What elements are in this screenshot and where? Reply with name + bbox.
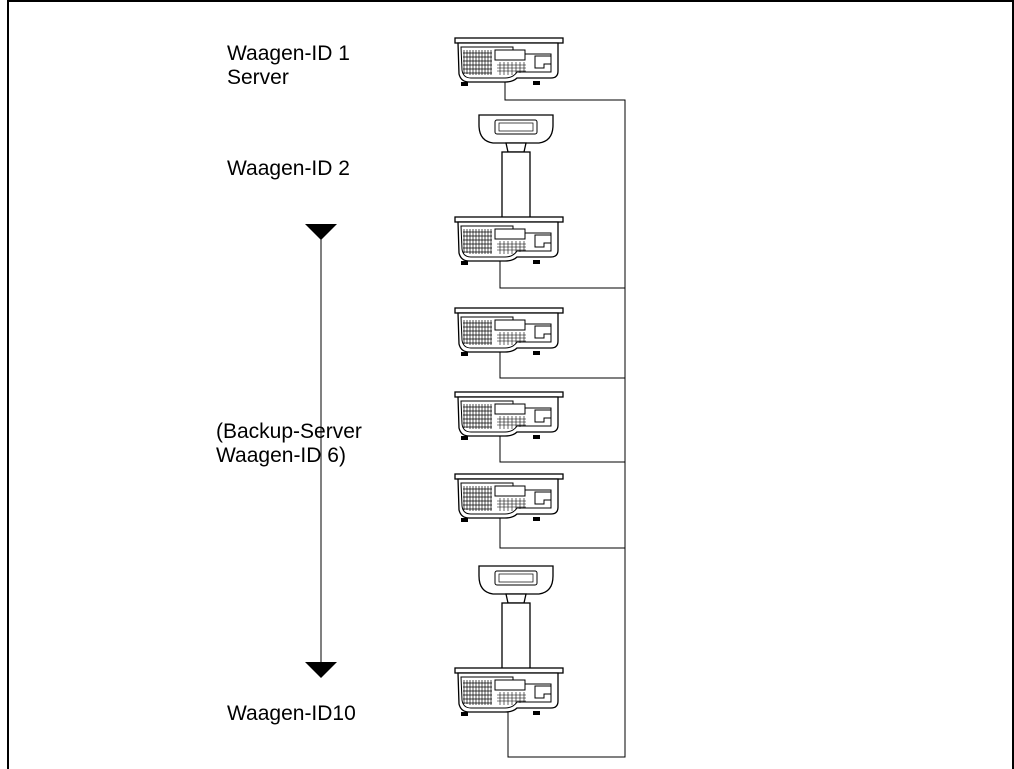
scale-5-icon — [454, 473, 564, 523]
label-waagen-id-10-text: Waagen-ID10 — [227, 702, 356, 725]
label-waagen-id-2-text: Waagen-ID 2 — [227, 157, 350, 180]
label-backup-server: (Backup-Server Waagen-ID 6) — [216, 420, 362, 468]
label-waagen-id-10: Waagen-ID10 — [227, 702, 356, 726]
label-waagen-id-1: Waagen-ID 1 Server — [227, 42, 350, 90]
scale-3-icon — [454, 307, 564, 357]
scale-4-icon — [454, 391, 564, 441]
pole-display-10-icon — [478, 565, 554, 604]
label-waagen-id-1-line1: Waagen-ID 1 — [227, 42, 350, 65]
scale-1-icon — [454, 37, 564, 87]
label-waagen-id-2: Waagen-ID 2 — [227, 157, 350, 181]
diagram-frame — [7, 0, 1014, 769]
bus-connections — [499, 80, 626, 758]
label-backup-server-line1: (Backup-Server — [216, 420, 362, 443]
scale-2-icon — [454, 216, 564, 266]
label-server: Server — [227, 66, 289, 89]
pole-display-2-icon — [478, 114, 554, 153]
id-order-arrow — [305, 224, 337, 678]
label-backup-server-line2: Waagen-ID 6) — [216, 444, 346, 467]
scale-10-icon — [454, 667, 564, 717]
